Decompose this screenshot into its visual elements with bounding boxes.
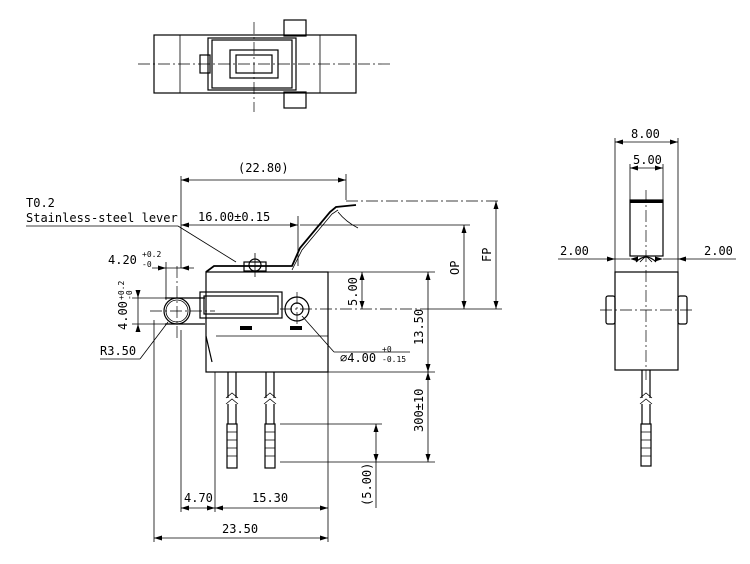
body-notch-right — [290, 326, 302, 330]
note-material: Stainless-steel lever — [26, 211, 178, 225]
dim-pin-pitch: 15.30 — [252, 491, 288, 505]
switch-body — [205, 271, 329, 373]
top-roller-window — [229, 49, 279, 79]
side-view: 8.00 5.00 2.00 2.00 — [558, 127, 736, 467]
dim-left-offset: 4.70 — [184, 491, 213, 505]
note-thickness: T0.2 — [26, 196, 55, 210]
body-label-inner — [203, 295, 279, 315]
cable-right — [263, 372, 277, 469]
dim-hole-tol-upper: +0 — [382, 345, 392, 354]
dim-body-top-hole: 5.00 — [346, 277, 360, 306]
side-body — [614, 271, 679, 371]
dim-roller-offset-tol-upper: +0.2 — [142, 250, 161, 259]
dim-fp: FP — [480, 248, 494, 262]
side-dim-arrows-5-00 — [630, 165, 663, 171]
dim-overall-width: 23.50 — [222, 522, 258, 536]
body-notch-left — [240, 326, 252, 330]
dim-arrows-5-00 — [359, 272, 365, 309]
dim-lead-end: (5.00) — [360, 463, 374, 506]
side-cable — [639, 370, 653, 467]
top-body-inner — [207, 37, 297, 91]
top-view — [138, 19, 390, 112]
dim-side-right: 2.00 — [704, 244, 733, 258]
dim-roller-height-tol-upper: +0.2 — [117, 281, 126, 300]
top-pin-upper — [283, 19, 307, 37]
front-view: (22.80) T0.2 Stainless-steel lever 16.00… — [26, 161, 502, 542]
cable-left — [225, 372, 239, 469]
body-side-fin — [205, 335, 213, 363]
lever-curve-tip — [337, 211, 359, 229]
dim-hole-tol-lower: -0.15 — [382, 355, 406, 364]
dim-body-height: 13.50 — [412, 309, 426, 345]
top-roller — [235, 54, 273, 74]
top-lever-frame — [211, 39, 293, 89]
dim-side-width-outer: 8.00 — [631, 127, 660, 141]
dim-arrows-lead — [373, 424, 379, 462]
dim-roller-offset-tol-lower: -0 — [142, 260, 152, 269]
top-body-outline — [153, 34, 357, 94]
side-lever-top — [630, 200, 663, 203]
dim-roller-offset: 4.20 — [108, 253, 137, 267]
side-dim-arrows-right — [655, 256, 686, 262]
dim-radius: R3.50 — [100, 344, 136, 358]
lever-arm-inner — [291, 209, 339, 271]
dim-arrows-4-20 — [158, 265, 189, 271]
dim-side-left: 2.00 — [560, 244, 589, 258]
side-lever — [629, 199, 664, 257]
dim-cable-length: 300±10 — [412, 389, 426, 432]
dim-lever-pivot: 16.00±0.15 — [198, 210, 270, 224]
lever-arm — [205, 204, 357, 273]
dim-roller-height-tol-lower: -0 — [125, 290, 134, 300]
dim-hole: ∅4.00 — [340, 351, 376, 365]
dim-roller-height: 4.00 — [116, 301, 130, 330]
top-left-tab — [199, 54, 211, 74]
dim-side-width-inner: 5.00 — [633, 153, 662, 167]
dim-overall-lever: (22.80) — [238, 161, 289, 175]
note-leader — [177, 225, 237, 263]
side-dim-arrows-left — [607, 256, 638, 262]
hole-leader — [301, 315, 335, 353]
top-pin-lower — [283, 91, 307, 109]
roller-arm — [165, 297, 205, 325]
body-label-window — [199, 291, 283, 319]
dim-arrows-bottom-inner — [181, 505, 328, 511]
dim-op: OP — [448, 261, 462, 275]
